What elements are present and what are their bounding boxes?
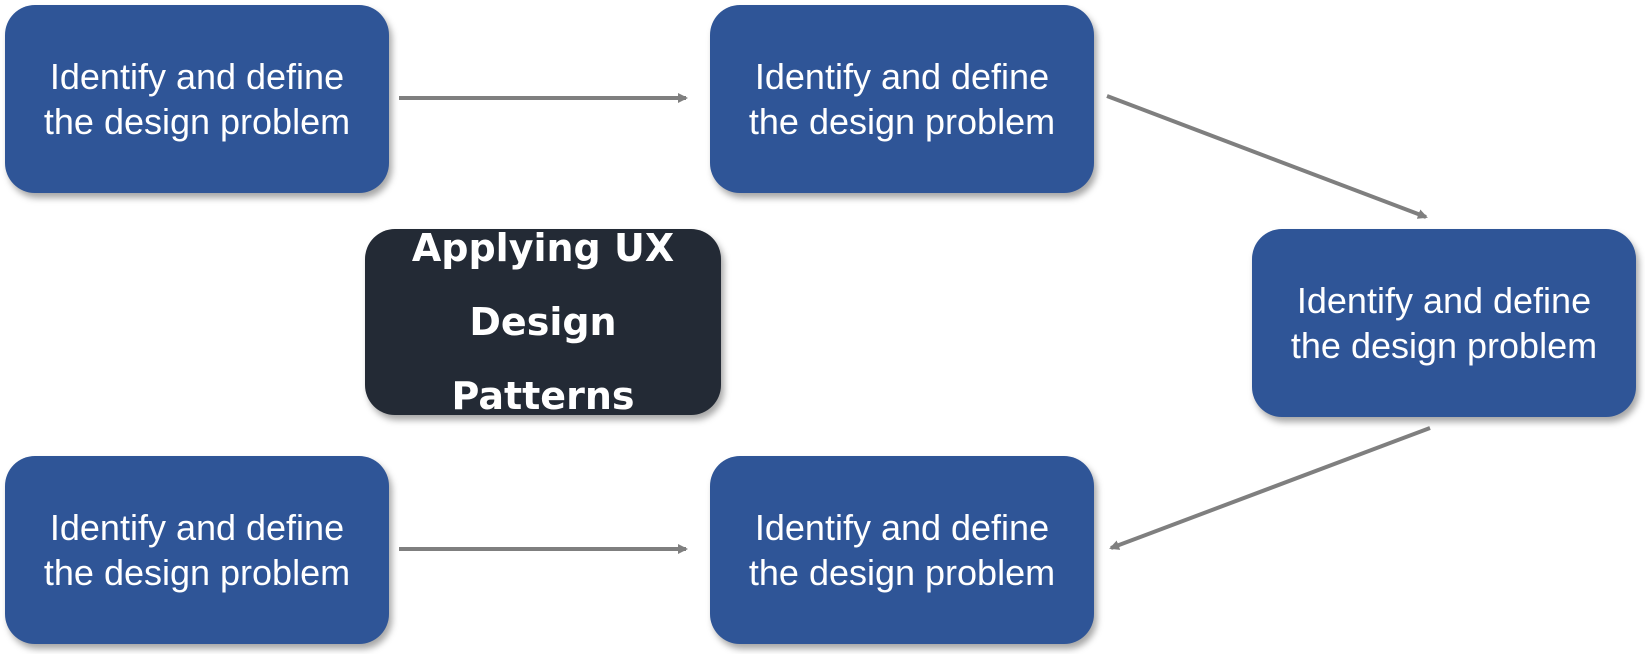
- process-node-3: Identify and define the design problem: [1252, 229, 1636, 417]
- center-title-line-2: Design Patterns: [451, 300, 635, 418]
- process-node-2-label: Identify and define the design problem: [748, 56, 1056, 142]
- process-node-4: Identify and define the design problem: [5, 456, 389, 644]
- arrow-n2-to-n3: [1106, 94, 1428, 219]
- process-node-5: Identify and define the design problem: [710, 456, 1094, 644]
- process-node-4-label: Identify and define the design problem: [43, 507, 351, 593]
- center-title-node: Applying UX Design Patterns: [365, 226, 721, 418]
- center-title: Applying UX Design Patterns: [383, 211, 703, 433]
- process-node-5-label: Identify and define the design problem: [748, 507, 1056, 593]
- arrow-n3-to-n5: [1109, 426, 1431, 550]
- center-title-line-1: Applying UX: [411, 226, 675, 270]
- process-node-2: Identify and define the design problem: [710, 5, 1094, 193]
- process-node-1: Identify and define the design problem: [5, 5, 389, 193]
- process-node-3-label: Identify and define the design problem: [1290, 280, 1598, 366]
- process-node-1-label: Identify and define the design problem: [43, 56, 351, 142]
